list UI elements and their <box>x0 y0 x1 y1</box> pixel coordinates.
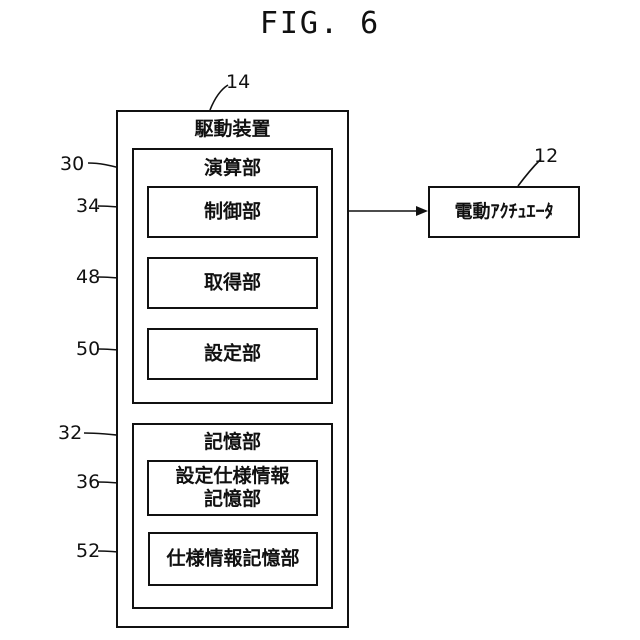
ref-36: 36 <box>76 472 100 492</box>
control-unit-box: 制御部 <box>147 186 318 238</box>
set-spec-storage-label-line2: 記憶部 <box>149 488 316 511</box>
signal-arrow-head <box>416 206 428 216</box>
ref-32: 32 <box>58 423 82 443</box>
drive-device-label: 駆動装置 <box>116 118 349 140</box>
ref-34: 34 <box>76 196 100 216</box>
setting-unit-label: 設定部 <box>149 343 316 366</box>
ref-48: 48 <box>76 267 100 287</box>
acquisition-unit-label: 取得部 <box>149 272 316 295</box>
control-unit-label: 制御部 <box>149 201 316 224</box>
acquisition-unit-box: 取得部 <box>147 257 318 309</box>
electric-actuator-label: 電動ｱｸﾁｭｴｰﾀ <box>430 201 578 224</box>
set-spec-storage-label-line1: 設定仕様情報 <box>149 465 316 488</box>
setting-unit-box: 設定部 <box>147 328 318 380</box>
ref-52: 52 <box>76 541 100 561</box>
ref-14: 14 <box>226 72 250 92</box>
set-spec-storage-label: 設定仕様情報 記憶部 <box>149 465 316 511</box>
spec-storage-box: 仕様情報記憶部 <box>148 532 318 586</box>
storage-unit-label: 記憶部 <box>132 431 333 453</box>
ref-12: 12 <box>534 146 558 166</box>
computation-unit-label: 演算部 <box>132 157 333 179</box>
ref-50: 50 <box>76 339 100 359</box>
spec-storage-label: 仕様情報記憶部 <box>150 548 316 571</box>
electric-actuator-box: 電動ｱｸﾁｭｴｰﾀ <box>428 186 580 238</box>
ref-30: 30 <box>60 154 84 174</box>
set-spec-storage-box: 設定仕様情報 記憶部 <box>147 460 318 516</box>
